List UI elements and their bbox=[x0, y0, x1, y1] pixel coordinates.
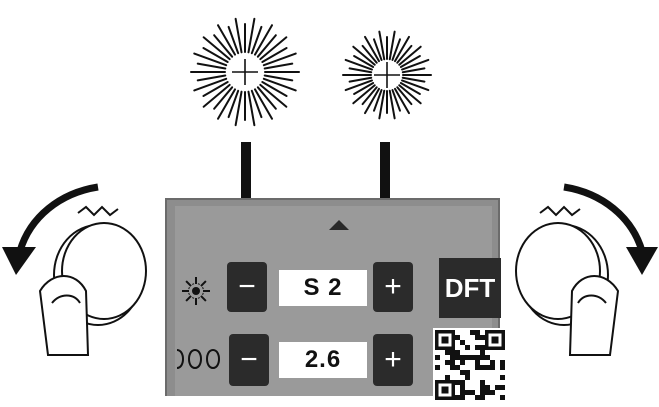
stitch-width-value: S 2 bbox=[279, 270, 367, 306]
sunburst-wide-icon bbox=[190, 12, 300, 132]
sunburst-narrow-icon bbox=[332, 20, 442, 132]
qr-code-icon[interactable] bbox=[433, 328, 507, 402]
stitch-width-icon bbox=[181, 276, 211, 306]
stitch-length-plus-button[interactable]: + bbox=[373, 334, 413, 386]
plus-icon: + bbox=[384, 345, 402, 375]
default-button[interactable]: DFT bbox=[439, 258, 501, 318]
stitch-length-value: 2.6 bbox=[279, 342, 367, 378]
stitch-width-minus-button[interactable]: − bbox=[227, 262, 267, 312]
triangle-up-icon[interactable] bbox=[329, 220, 349, 230]
minus-icon: − bbox=[238, 272, 256, 302]
stitch-length-icon bbox=[175, 344, 227, 374]
minus-icon: − bbox=[240, 345, 258, 375]
knob-turn-clockwise bbox=[492, 175, 659, 365]
control-panel: − S 2 + DFT − 2.6 + bbox=[165, 198, 500, 396]
knob-turn-counterclockwise bbox=[0, 175, 170, 365]
plus-icon: + bbox=[384, 272, 402, 302]
control-panel-body: − S 2 + DFT − 2.6 + bbox=[175, 206, 492, 396]
stitch-width-plus-button[interactable]: + bbox=[373, 262, 413, 312]
stitch-length-minus-button[interactable]: − bbox=[229, 334, 269, 386]
